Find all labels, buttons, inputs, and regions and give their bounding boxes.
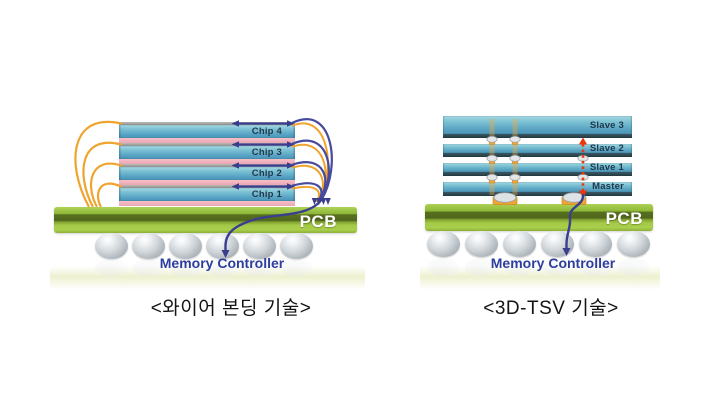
chip-layer-2: Chip 2 xyxy=(119,164,295,185)
chip-layer-3: Chip 3 xyxy=(119,143,295,164)
memory-controller-label-left: Memory Controller xyxy=(159,255,285,271)
chip-label: Chip 1 xyxy=(251,188,282,200)
tsv-chip-slave3: Slave 3 xyxy=(443,116,632,138)
pcb-board-right xyxy=(425,204,653,231)
ball-reflection xyxy=(206,259,239,277)
bond-wires-right-blue xyxy=(291,118,333,203)
chip-label: Slave 1 xyxy=(589,161,624,173)
chip-label: Slave 3 xyxy=(589,119,624,131)
tsv-chip-slave2: Slave 2 xyxy=(443,142,632,157)
chip-bottom-edge xyxy=(443,134,632,138)
ball-reflection xyxy=(243,259,276,277)
chip-top-edge xyxy=(119,122,295,125)
solder-ball xyxy=(578,231,612,257)
chip-top-edge xyxy=(119,143,295,146)
chip-label: Slave 2 xyxy=(589,142,624,154)
chip-interconnect-arrows xyxy=(231,120,295,190)
tsv-base-pads xyxy=(492,192,587,205)
memory-controller-label-right: Memory Controller xyxy=(490,255,616,271)
die-attach-layer xyxy=(119,200,295,206)
ball-reflection xyxy=(95,259,128,277)
ball-reflection xyxy=(132,259,165,277)
chip-top-edge xyxy=(119,164,295,167)
tsv-pillars xyxy=(486,119,589,195)
caption-wire-bonding: <와이어 본딩 기술> xyxy=(150,298,312,319)
die-attach-layer xyxy=(119,179,295,185)
ball-reflection xyxy=(540,258,574,276)
solder-ball xyxy=(132,232,165,259)
chip-label: Chip 3 xyxy=(251,146,282,158)
chip-bottom-edge xyxy=(443,172,632,176)
tsv-chip-master: Master xyxy=(443,181,632,196)
memory-controller-wire-right xyxy=(562,193,585,256)
chip-label: Master xyxy=(592,181,624,193)
ball-reflection xyxy=(464,258,498,276)
solder-ball xyxy=(616,231,650,257)
solder-ball xyxy=(243,232,276,259)
chip-top-edge xyxy=(119,185,295,188)
memory-controller-wire-left xyxy=(221,197,324,258)
chip-bottom-edge xyxy=(443,191,632,196)
solder-ball xyxy=(426,231,460,257)
pcb-reflection-right xyxy=(420,266,660,290)
die-attach-layer xyxy=(119,158,295,164)
chip-layer-1: Chip 1 xyxy=(119,185,295,206)
bond-wires-left-orange xyxy=(74,120,123,208)
solder-ball xyxy=(280,232,313,259)
pcb-label-left: PCB xyxy=(299,212,337,231)
ball-reflection xyxy=(169,259,202,277)
tsv-chip-slave1: Slave 1 xyxy=(443,161,632,176)
chip-layer-4: Chip 4 xyxy=(119,122,295,143)
solder-ball xyxy=(502,231,536,257)
ball-reflection xyxy=(426,258,460,276)
pcb-reflection-left xyxy=(50,266,365,290)
ball-reflection xyxy=(280,259,313,277)
tsv-data-path-arrow xyxy=(578,137,588,198)
ball-reflection xyxy=(616,258,650,276)
ball-reflection xyxy=(578,258,612,276)
micro-bump-caps xyxy=(486,135,589,181)
solder-ball xyxy=(464,231,498,257)
chip-label: Chip 4 xyxy=(251,125,282,137)
solder-ball xyxy=(169,232,202,259)
solder-ball xyxy=(95,232,128,259)
solder-ball xyxy=(206,232,239,259)
die-attach-layer xyxy=(119,137,295,143)
chip-bottom-edge xyxy=(443,153,632,157)
caption-3d-tsv: <3D-TSV 기술> xyxy=(483,298,619,319)
pcb-label-right: PCB xyxy=(605,209,643,228)
ball-reflection xyxy=(502,258,536,276)
chip-label: Chip 2 xyxy=(251,167,282,179)
